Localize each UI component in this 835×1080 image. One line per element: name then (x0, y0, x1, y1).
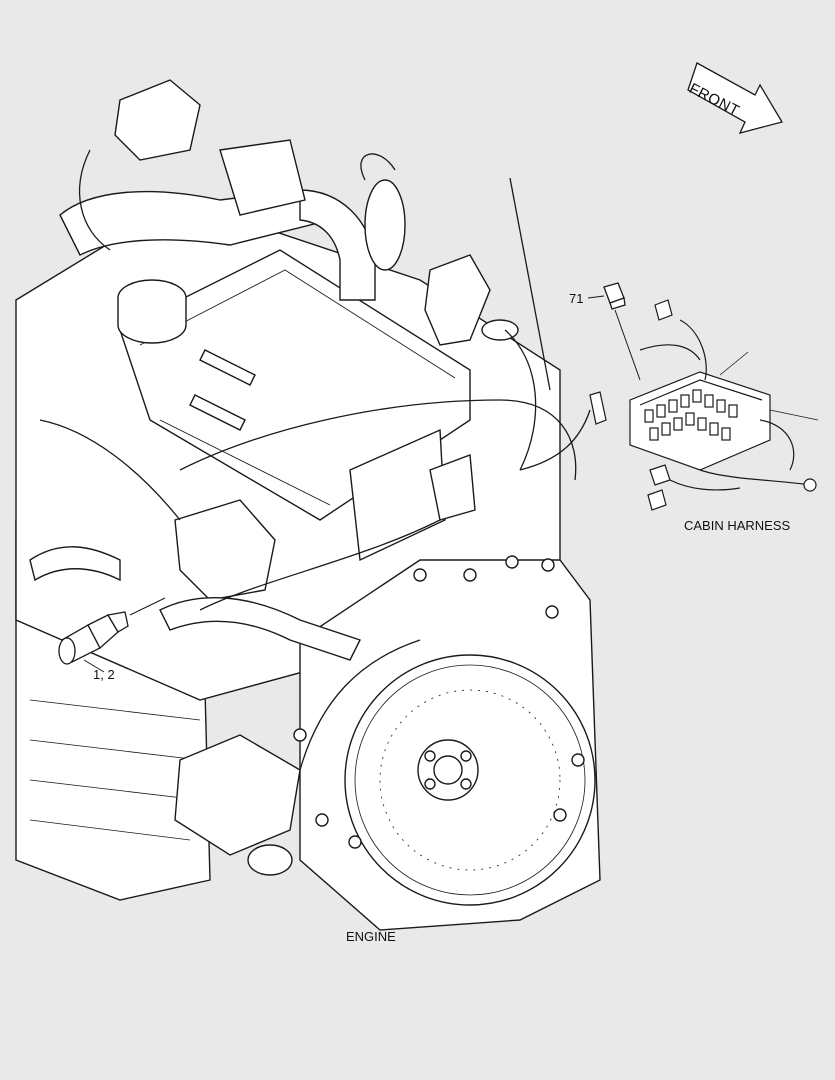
leader-line-71-harness (614, 309, 641, 381)
leader-line-sensor (129, 597, 166, 616)
cabin-harness-label: CABIN HARNESS (684, 518, 791, 533)
sensor-item-1-2 (58, 611, 129, 665)
cabin-harness (589, 299, 819, 511)
leader-line-1-2 (83, 659, 105, 673)
engine-label: ENGINE (346, 929, 396, 944)
engine-block (15, 79, 601, 931)
engine-harness-wires (39, 149, 591, 771)
leader-line-71 (587, 295, 605, 299)
callout-1-2: 1, 2 (93, 667, 115, 682)
relay-item-71 (603, 282, 626, 310)
front-arrow-icon (687, 62, 784, 134)
callout-71: 71 (569, 291, 584, 306)
